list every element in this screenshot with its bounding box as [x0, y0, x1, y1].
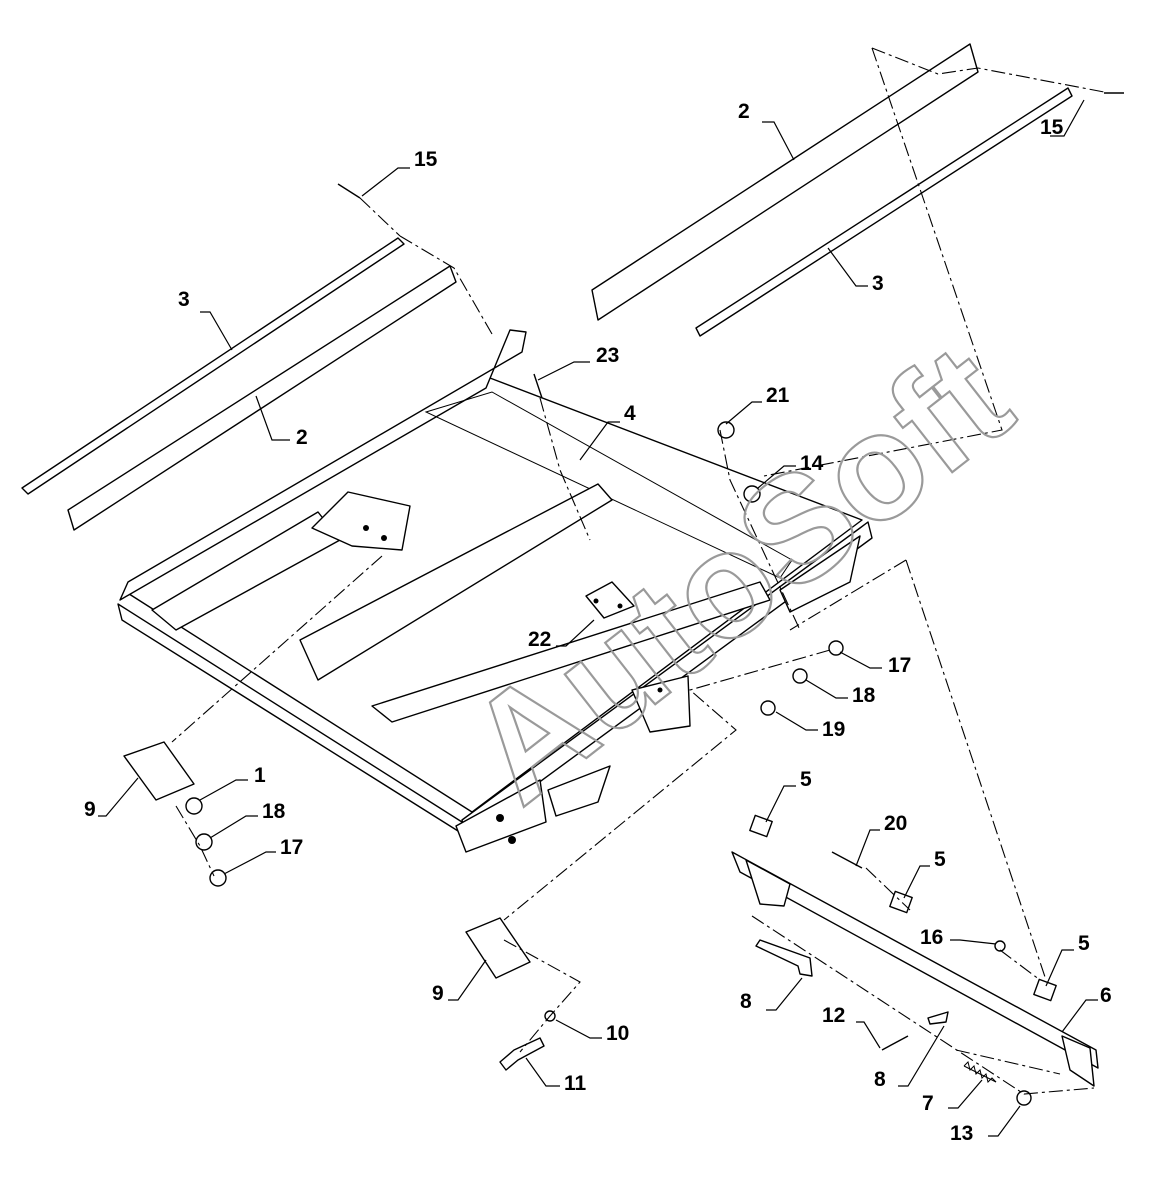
- bracket-9-left: [123, 741, 195, 801]
- callout-18-right: 18: [852, 684, 876, 707]
- bolt-11: [499, 1037, 545, 1071]
- callout-19: 19: [822, 718, 845, 741]
- assembly-lines: [171, 47, 1105, 1095]
- callout-8-right: 8: [874, 1068, 886, 1091]
- hinge-5-c: [1033, 978, 1057, 1002]
- roller-13: [1016, 1090, 1032, 1106]
- callout-10: 10: [606, 1022, 629, 1045]
- callout-2-left: 2: [296, 426, 308, 449]
- callout-15-left: 15: [414, 148, 438, 171]
- nut-17-right: [828, 640, 844, 656]
- nut-14: [743, 485, 761, 503]
- callout-14: 14: [800, 452, 824, 475]
- callout-20: 20: [884, 812, 907, 835]
- washer-18-right: [792, 668, 808, 684]
- pin-12: [881, 1035, 909, 1051]
- callout-21: 21: [766, 384, 790, 407]
- callout-17-left: 17: [280, 836, 303, 859]
- callout-12: 12: [822, 1004, 845, 1027]
- knob-16: [994, 940, 1006, 952]
- handle-8-right: [927, 1011, 949, 1025]
- callout-18-left: 18: [262, 800, 286, 823]
- callout-5-b: 5: [934, 848, 946, 871]
- hinge-5-a: [749, 814, 773, 838]
- right-side-panel-2: [591, 43, 979, 321]
- callout-labels: 15 3 2 2 3 15 23 4 21 14 22 17 18 19 9 1…: [84, 100, 1112, 1145]
- callout-15-right: 15: [1040, 116, 1064, 139]
- rod-20: [831, 851, 863, 869]
- callout-leaders: [98, 99, 1098, 1137]
- plate-22: [585, 581, 635, 619]
- handle-8-left: [755, 939, 813, 977]
- pin-15-left: [337, 183, 361, 199]
- callout-23: 23: [596, 344, 619, 367]
- right-strip-3: [695, 87, 1073, 337]
- callout-1: 1: [254, 764, 266, 787]
- callout-17-right: 17: [888, 654, 911, 677]
- washer-1: [185, 797, 203, 815]
- callout-3-right: 3: [872, 272, 884, 295]
- left-strip-3: [21, 237, 405, 495]
- callout-8-left: 8: [740, 990, 752, 1013]
- callout-9-left: 9: [84, 798, 96, 821]
- left-side-panel-2: [67, 265, 457, 531]
- callout-5-c: 5: [1078, 932, 1090, 955]
- pin-23: [533, 373, 543, 399]
- washer-21: [717, 421, 735, 439]
- washer-19: [760, 700, 776, 716]
- main-tray-frame: [117, 329, 873, 853]
- callout-11: 11: [564, 1072, 587, 1095]
- bracket-9-center: [465, 917, 531, 979]
- callout-5-a: 5: [800, 768, 812, 791]
- callout-22: 22: [528, 628, 551, 651]
- callout-6: 6: [1100, 984, 1112, 1007]
- callout-4: 4: [624, 402, 636, 425]
- washer-18-left: [195, 833, 213, 851]
- callout-7: 7: [922, 1092, 934, 1115]
- nut-17-left: [209, 869, 227, 887]
- callout-13: 13: [950, 1122, 973, 1145]
- callout-3-left: 3: [178, 288, 190, 311]
- callout-9-center: 9: [432, 982, 444, 1005]
- callout-2-right: 2: [738, 100, 750, 123]
- callout-16: 16: [920, 926, 943, 949]
- door-assembly-6: [731, 851, 1099, 1087]
- spring-7: [963, 1061, 997, 1083]
